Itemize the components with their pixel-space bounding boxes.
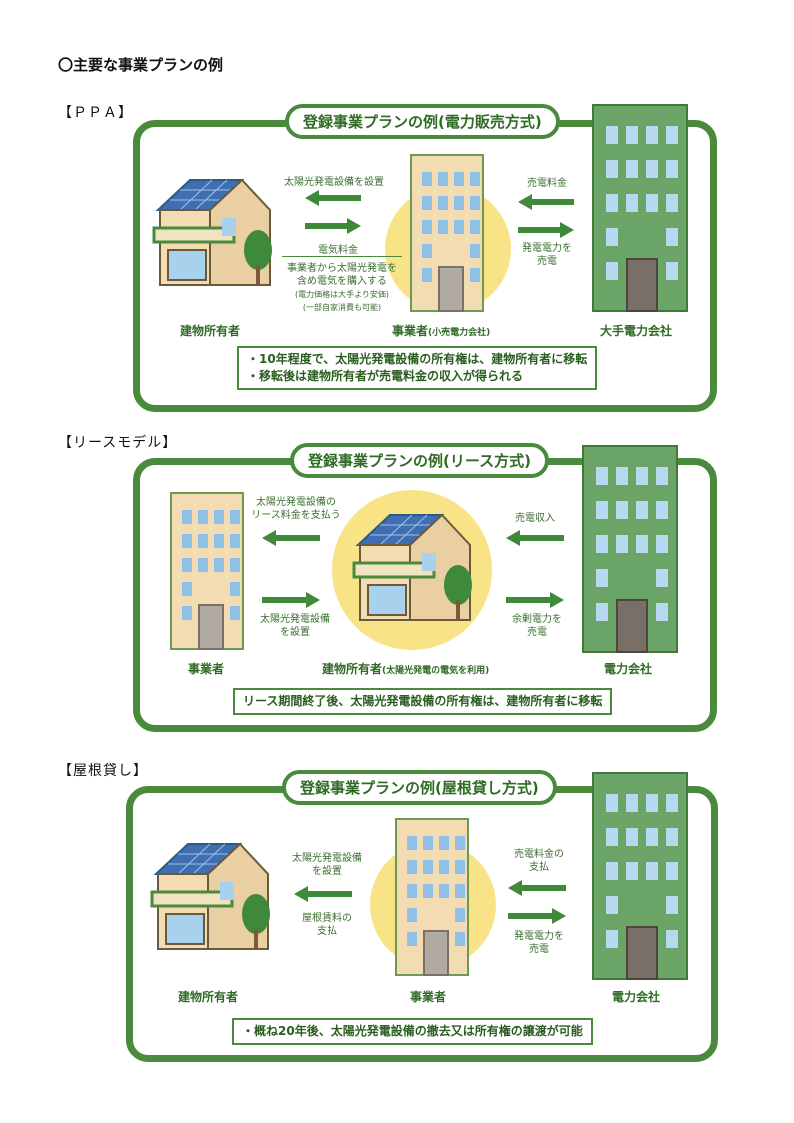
arrow-right-icon [506, 592, 564, 608]
center-actor-sub: (小売電力会社) [428, 328, 491, 338]
roof-left-actor: 建物所有者 [178, 990, 239, 1004]
house-icon [352, 513, 472, 621]
lease-right-top-text: 売電収入 [515, 513, 555, 524]
roof-right-actor: 電力会社 [612, 990, 661, 1004]
arrow-left-icon [262, 530, 320, 546]
ppa-right-actor: 大手電力会社 [600, 324, 673, 338]
arrow-left-icon [506, 530, 564, 546]
roof-notes: ・概ね20年後、太陽光発電設備の撤去又は所有権の譲渡が可能 [232, 1018, 593, 1045]
house-icon [152, 178, 272, 286]
lease-right-bottom-text: 余剰電力を 売電 [512, 614, 562, 638]
roof-right-bottom-text: 発電電力を 売電 [514, 931, 564, 955]
lease-left-bottom-text: 太陽光発電設備 を設置 [260, 614, 330, 638]
center-actor-name: 建物所有者 [322, 662, 383, 676]
ppa-left-mid-text: 電気料金 [318, 245, 358, 256]
arrow-left-icon [305, 190, 361, 206]
divider [282, 256, 402, 257]
section-label-ppa: 【ＰＰＡ】 [58, 105, 133, 121]
roof-left-bottom-text: 屋根賃料の 支払 [302, 913, 352, 937]
roof-center-actor: 事業者 [410, 990, 447, 1004]
lease-right-actor: 電力会社 [604, 662, 653, 676]
page-title: 〇主要な事業プランの例 [58, 56, 224, 74]
lease-center-actor: 建物所有者(太陽光発電の電気を利用) [322, 660, 489, 677]
roof-right-top-text: 売電料金の 支払 [514, 849, 564, 873]
roof-business-building [395, 818, 469, 976]
ppa-right-top-text: 売電料金 [527, 178, 567, 189]
ppa-notes: ・10年程度で、太陽光発電設備の所有権は、建物所有者に移転 ・移転後は建物所有者… [237, 346, 598, 390]
center-actor-name: 事業者 [392, 324, 429, 338]
lease-business-building [170, 492, 244, 650]
arrow-right-icon [508, 908, 566, 924]
ppa-center-actor: 事業者(小売電力会社) [392, 322, 490, 339]
arrow-right-icon [518, 222, 574, 238]
ppa-right-bottom-text: 発電電力を 売電 [522, 243, 572, 267]
lease-notes: リース期間終了後、太陽光発電設備の所有権は、建物所有者に移転 [233, 688, 613, 715]
roof-left-top-text: 太陽光発電設備 を設置 [292, 853, 362, 877]
note-line: リース期間終了後、太陽光発電設備の所有権は、建物所有者に移転 [243, 694, 603, 708]
ppa-panel-title: 登録事業プランの例(電力販売方式) [285, 104, 560, 139]
arrow-right-icon [305, 218, 361, 234]
ppa-power-company-building [592, 104, 688, 312]
lease-power-company-building [582, 445, 678, 653]
ppa-business-building [410, 154, 484, 312]
arrow-right-icon [262, 592, 320, 608]
arrow-left-icon [518, 194, 574, 210]
arrow-left-icon [294, 886, 352, 902]
arrow-left-icon [508, 880, 566, 896]
roof-power-company-building [592, 772, 688, 980]
note-line: ・10年程度で、太陽光発電設備の所有権は、建物所有者に移転 [247, 352, 588, 366]
section-label-roof: 【屋根貸し】 [58, 763, 148, 779]
ppa-left-bottom-text: 事業者から太陽光発電を 含め電気を購入する (電力価格は大手より安価) (一部自… [287, 263, 397, 312]
ppa-left-top-text: 太陽光発電設備を設置 [284, 177, 384, 188]
center-actor-sub: (太陽光発電の電気を利用) [382, 666, 490, 676]
lease-left-actor: 事業者 [188, 662, 225, 676]
ppa-left-actor: 建物所有者 [180, 324, 241, 338]
note-line: ・概ね20年後、太陽光発電設備の撤去又は所有権の譲渡が可能 [242, 1024, 583, 1038]
lease-panel-title: 登録事業プランの例(リース方式) [290, 443, 549, 478]
section-label-lease: 【リースモデル】 [58, 435, 178, 451]
house-icon [150, 842, 270, 950]
lease-left-top-text: 太陽光発電設備の リース料金を支払う [251, 497, 341, 521]
roof-panel-title: 登録事業プランの例(屋根貸し方式) [282, 770, 557, 805]
note-line: ・移転後は建物所有者が売電料金の収入が得られる [247, 369, 524, 383]
